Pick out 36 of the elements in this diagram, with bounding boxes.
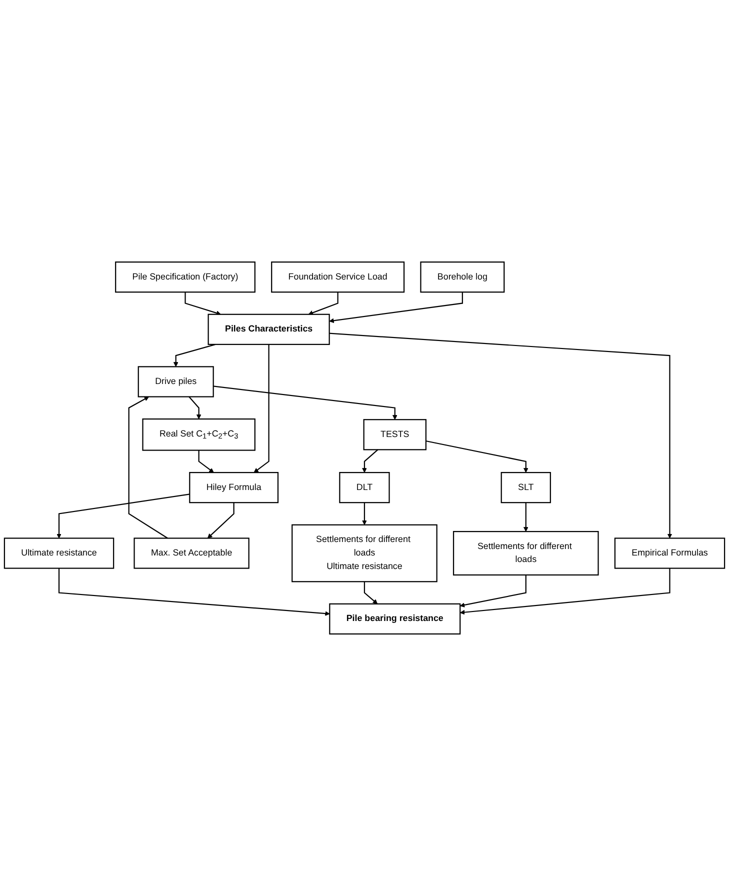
arrow bbox=[329, 292, 463, 324]
node-box: Borehole log bbox=[420, 261, 505, 293]
arrow bbox=[128, 396, 168, 539]
node-box: Real Set C$_{1}$+C$_{2}$+C$_{3}$ bbox=[142, 418, 256, 451]
arrow bbox=[362, 449, 378, 473]
node-box: Ultimate resistance bbox=[4, 538, 114, 569]
node-box: Empirical Formulas bbox=[614, 538, 726, 569]
node-box: Pile Specification (Factory) bbox=[115, 261, 256, 293]
node-box: Piles Characteristics bbox=[208, 314, 330, 345]
node-box: Hiley Formula bbox=[189, 472, 279, 504]
arrow bbox=[184, 292, 222, 316]
arrow bbox=[173, 344, 216, 367]
node-box: DLT bbox=[339, 472, 390, 504]
arrow bbox=[188, 396, 202, 420]
arrow bbox=[362, 502, 367, 526]
node-box: Pile bearing resistance bbox=[329, 603, 461, 635]
node-box: SLT bbox=[500, 472, 551, 504]
arrow bbox=[523, 502, 528, 532]
node-box: Foundation Service Load bbox=[271, 261, 405, 293]
arrow bbox=[207, 502, 234, 538]
arrow bbox=[460, 568, 670, 615]
arrow bbox=[308, 292, 338, 316]
node-box: Max. Set Acceptable bbox=[134, 538, 250, 569]
arrow bbox=[364, 582, 378, 604]
node-box: TESTS bbox=[363, 419, 426, 450]
node-box: Settlements for different loads Ultimate resistance bbox=[292, 524, 438, 582]
arrow bbox=[198, 450, 214, 473]
arrow bbox=[58, 568, 330, 616]
arrow bbox=[254, 344, 270, 473]
arrow bbox=[56, 494, 190, 538]
arrow bbox=[460, 574, 526, 608]
node-box: Drive piles bbox=[138, 366, 214, 398]
node-box: Settlements for different loads bbox=[452, 530, 599, 576]
arrow bbox=[213, 386, 398, 420]
arrow bbox=[329, 332, 672, 538]
arrow bbox=[426, 440, 528, 473]
